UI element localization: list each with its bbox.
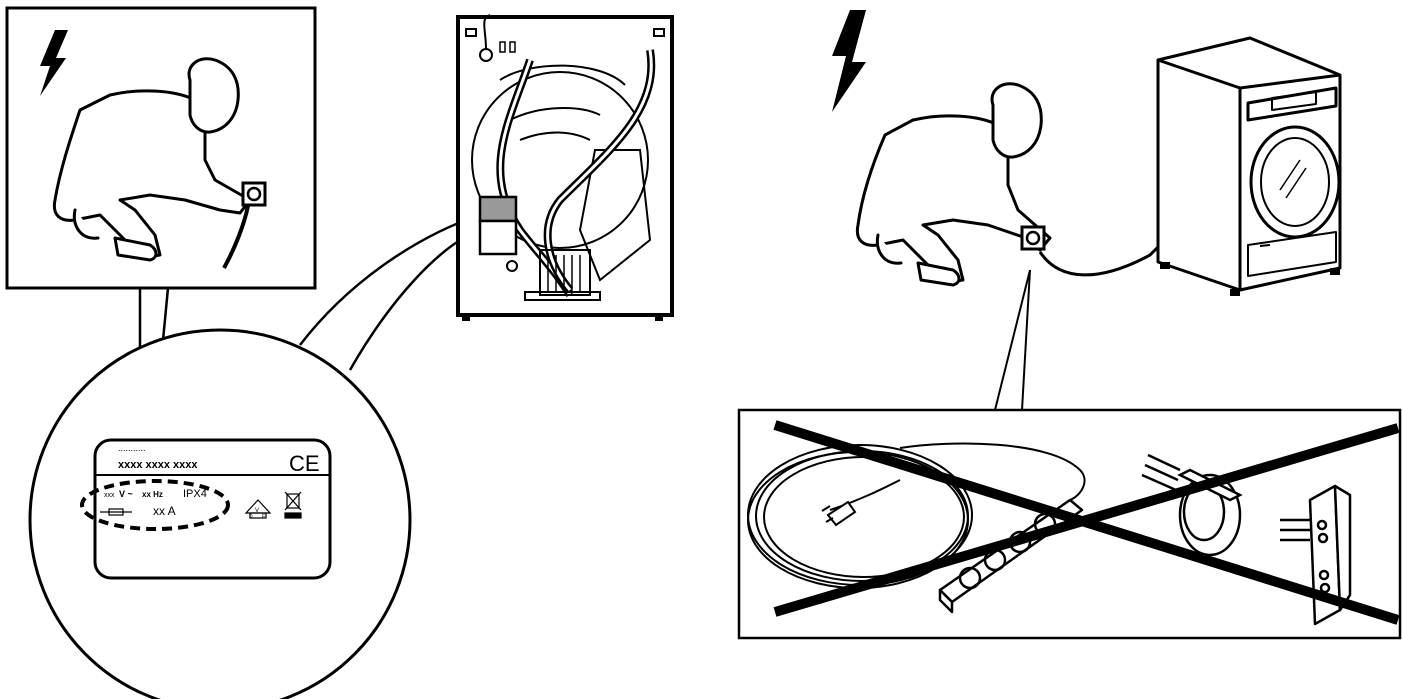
person-figure — [857, 84, 1050, 285]
plate-voltage-unit: V ~ — [119, 489, 133, 499]
wall-socket-icon — [1022, 227, 1044, 249]
wall-socket-icon — [243, 183, 265, 205]
callout-line — [995, 270, 1030, 410]
svg-text:V: V — [255, 508, 259, 514]
prohibited-accessories-panel — [739, 410, 1400, 638]
plate-voltage-prefix: xxx — [104, 492, 115, 499]
power-cable — [1040, 245, 1160, 275]
callout-line — [1022, 270, 1030, 410]
appliance-front-view — [1158, 38, 1340, 290]
plate-model: xxxx xxxx xxxx — [118, 459, 198, 471]
rating-plate: ........... xxxx xxxx xxxx CE xxx V ~ xx… — [82, 440, 330, 578]
plate-dots: ........... — [118, 443, 146, 453]
rating-plate-location — [480, 197, 516, 221]
right-scene — [832, 10, 1340, 410]
plate-current: xx A — [153, 504, 176, 518]
callout-line — [300, 215, 480, 345]
appliance-back-view — [458, 15, 672, 321]
ce-mark-icon: CE — [289, 451, 320, 476]
left-callout — [7, 8, 315, 288]
appliance-back-frame — [458, 17, 672, 315]
plate-frequency: xx Hz — [142, 490, 163, 499]
svg-text:D: D — [249, 514, 253, 520]
plate-ip-rating: IPX4 — [183, 488, 207, 500]
lightning-bolt-icon — [832, 10, 866, 112]
